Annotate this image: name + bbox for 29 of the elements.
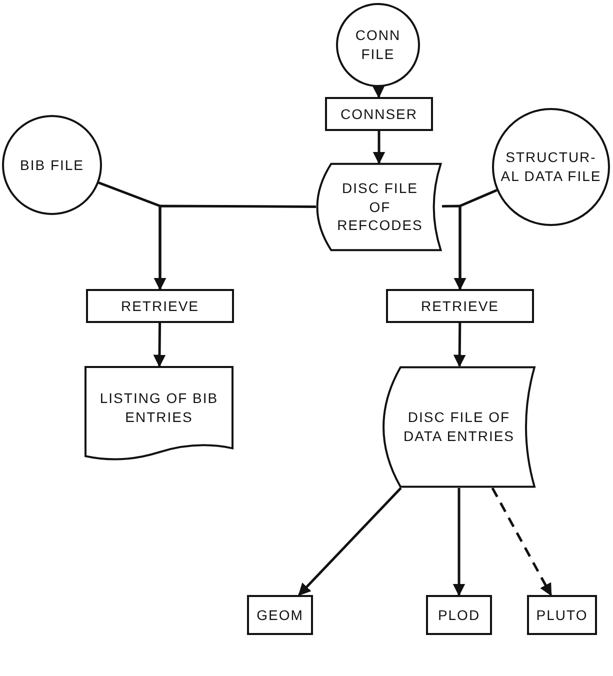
node-label: PLOD (438, 606, 480, 624)
arrow (372, 86, 385, 98)
node-label: LISTING OF BIB ENTRIES (98, 389, 220, 427)
process-box (247, 595, 313, 635)
node-label: PLUTO (536, 606, 588, 624)
arrow (452, 488, 466, 596)
node-label: DISC FILE OF DATA ENTRIES (402, 408, 516, 446)
node-label: CONN FILE (354, 26, 402, 64)
process-box (527, 595, 597, 635)
process-box (86, 289, 234, 323)
node-label: RETRIEVE (420, 296, 499, 316)
arrow (372, 131, 386, 164)
arrow (153, 322, 166, 368)
stored-data-shape (316, 163, 442, 251)
node-label: BIB FILE (18, 156, 86, 174)
process-box (426, 595, 492, 635)
process-box (386, 289, 534, 323)
arrow (491, 487, 552, 596)
arrow (298, 487, 402, 596)
node-label: GEOM (256, 606, 304, 624)
process-box (325, 97, 433, 131)
node-label: STRUCTUR-AL DATA FILE (500, 148, 602, 186)
arrow (453, 322, 466, 368)
node-label: DISC FILE OF REFCODES (336, 178, 424, 236)
node-label: RETRIEVE (120, 296, 199, 316)
arrow (154, 204, 316, 290)
node-label: CONNSER (340, 104, 418, 124)
stored-data-shape (382, 366, 536, 488)
arrow (454, 189, 498, 290)
